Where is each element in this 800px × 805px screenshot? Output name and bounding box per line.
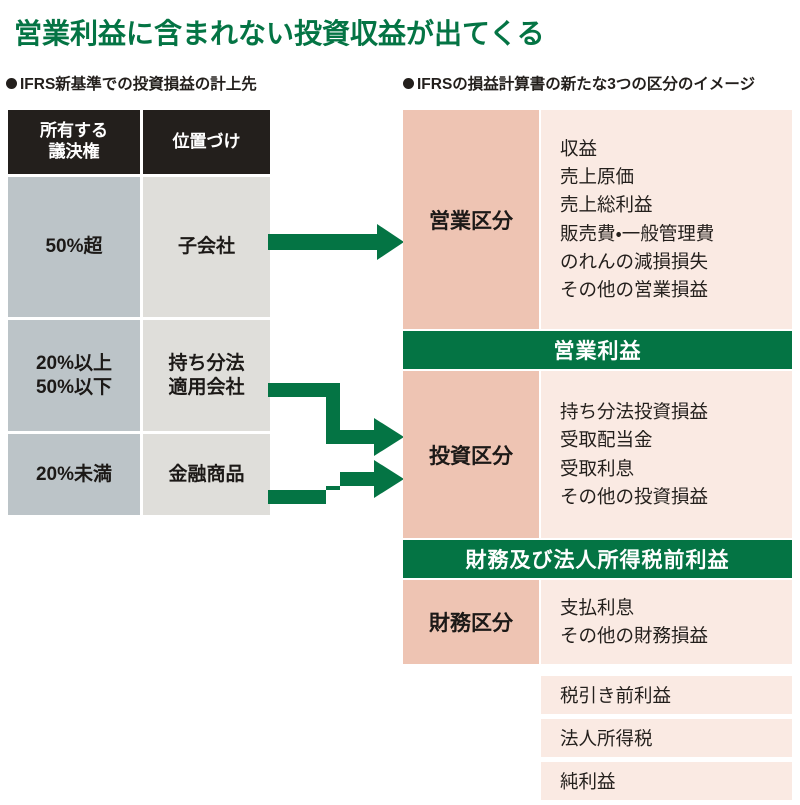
table-row: 20%未満 金融商品: [8, 434, 270, 515]
bullet-icon: [403, 77, 414, 89]
list-item: その他の投資損益: [560, 485, 709, 507]
cell-position: 持ち分法 適用会社: [143, 320, 270, 431]
cell-voting-line1: 20%以上: [35, 353, 113, 375]
cell-position: 金融商品: [143, 434, 270, 515]
list-item: 収益: [560, 138, 598, 160]
section-financing-label: 財務区分: [403, 580, 539, 664]
cell-position-line1: 子会社: [177, 236, 235, 258]
cell-voting-rights: 50%超: [8, 177, 140, 317]
page-title: 営業利益に含まれない投資収益が出てくる: [14, 18, 545, 49]
summary-rows: 税引き前利益 法人所得税 純利益: [541, 676, 792, 805]
list-item: 法人所得税: [541, 719, 792, 757]
cell-position-line1: 金融商品: [168, 463, 245, 485]
arrow-equity-method-to-investment: [268, 383, 404, 456]
table-header-position: 位置づけ: [143, 110, 270, 174]
cell-voting-line2: 50%以下: [35, 376, 113, 398]
bar-operating-profit: 営業利益: [403, 331, 792, 369]
section-investment-items: 持ち分法投資損益 受取配当金 受取利息 その他の投資損益: [541, 371, 792, 538]
table-row: 20%以上 50%以下 持ち分法 適用会社: [8, 320, 270, 431]
arrow-subsidiary-to-operating: [268, 224, 404, 260]
cell-position: 子会社: [143, 177, 270, 317]
section-financing-items: 支払利息 その他の財務損益: [541, 580, 792, 664]
section-operating-label: 営業区分: [403, 110, 539, 329]
caption-left-table: IFRS新基準での投資損益の計上先: [6, 72, 257, 94]
section-operating: 営業区分 収益 売上原価 売上総利益 販売費・一般管理費 のれんの減損損失 その…: [403, 110, 792, 329]
list-item: 支払利息: [560, 596, 635, 618]
cell-voting-line1: 20%未満: [35, 463, 113, 485]
cell-voting-line1: 50%超: [45, 236, 103, 258]
table-row: 50%超 子会社: [8, 177, 270, 317]
caption-left-label: IFRS新基準での投資損益の計上先: [20, 76, 257, 93]
section-investment: 投資区分 持ち分法投資損益 受取配当金 受取利息 その他の投資損益: [403, 371, 792, 538]
list-item: 受取配当金: [560, 429, 653, 451]
cell-voting-rights: 20%未満: [8, 434, 140, 515]
list-item: のれんの減損損失: [560, 250, 709, 272]
section-financing: 財務区分 支払利息 その他の財務損益: [403, 580, 792, 664]
list-item: 販売費・一般管理費: [560, 222, 715, 244]
table-header-voting-line1: 所有する: [40, 121, 108, 141]
list-item: 売上総利益: [560, 194, 653, 216]
list-item: 売上原価: [560, 166, 635, 188]
list-item: 純利益: [541, 762, 792, 800]
list-item: その他の財務損益: [560, 625, 709, 646]
list-item: 持ち分法投資損益: [560, 401, 709, 423]
section-operating-items: 収益 売上原価 売上総利益 販売費・一般管理費 のれんの減損損失 その他の営業損…: [541, 110, 792, 329]
cell-position-line2: 適用会社: [168, 376, 245, 398]
table-header-row: 所有する 議決権 位置づけ: [8, 110, 270, 174]
list-item: 税引き前利益: [541, 676, 792, 714]
list-item: 受取利息: [560, 457, 635, 479]
cell-position-line1: 持ち分法: [168, 353, 245, 375]
voting-rights-table: 所有する 議決権 位置づけ 50%超 子会社 20%以上 50%以下 持ち分: [8, 110, 270, 518]
ifrs-income-statement-panel: 営業区分 収益 売上原価 売上総利益 販売費・一般管理費 のれんの減損損失 その…: [403, 110, 792, 666]
caption-right-label: IFRSの損益計算書の新たな3つの区分のイメージ: [417, 76, 756, 93]
arrow-financial-instrument-to-investment: [268, 460, 404, 504]
cell-voting-rights: 20%以上 50%以下: [8, 320, 140, 431]
table-header-voting-rights: 所有する 議決権: [8, 110, 140, 174]
table-header-voting-line2: 議決権: [48, 142, 100, 161]
caption-right-panel: IFRSの損益計算書の新たな3つの区分のイメージ: [403, 72, 755, 94]
list-item: その他の営業損益: [560, 278, 709, 300]
bar-pretax-profit: 財務及び法人所得税前利益: [403, 540, 792, 578]
section-investment-label: 投資区分: [403, 371, 539, 538]
bullet-icon: [6, 77, 17, 89]
